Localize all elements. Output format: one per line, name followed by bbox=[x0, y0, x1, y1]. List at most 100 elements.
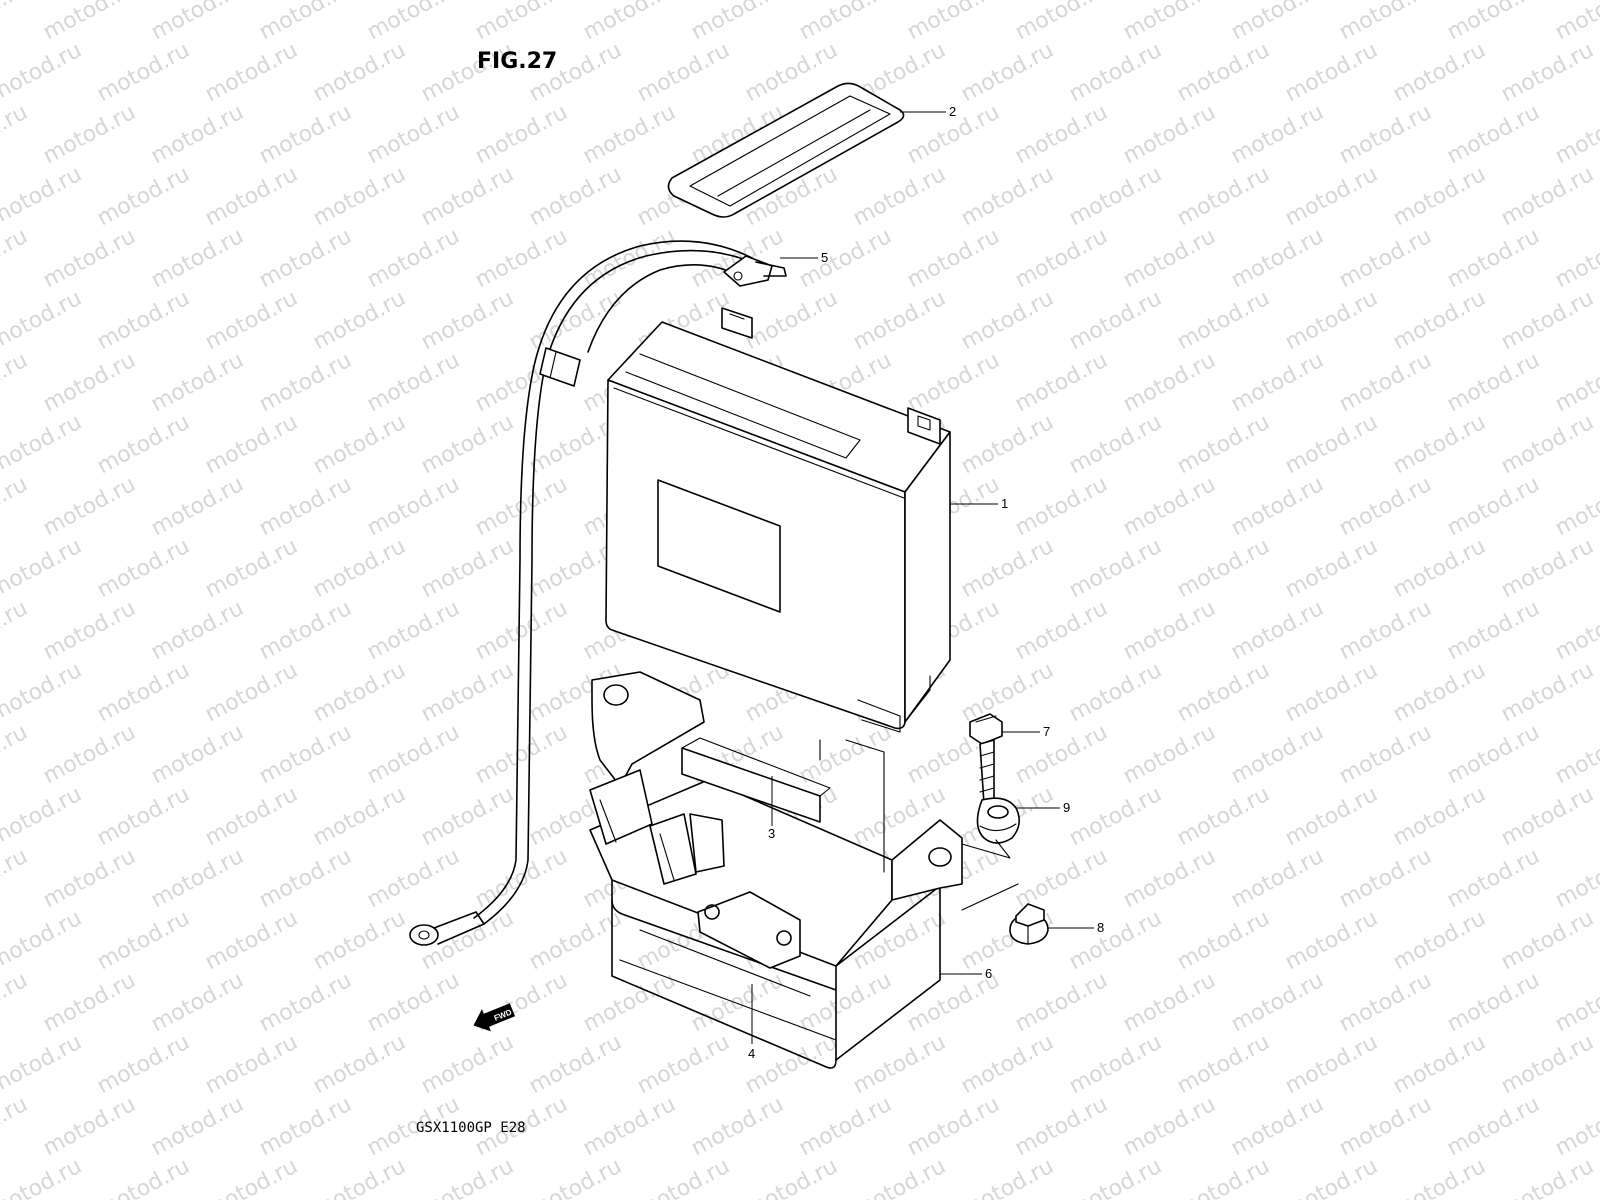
watermark-text: motod.ru bbox=[1011, 968, 1112, 1037]
watermark-text: motod.ru bbox=[1335, 720, 1436, 789]
watermark-text: motod.ru bbox=[1389, 658, 1490, 727]
watermark-text: motod.ru bbox=[1011, 348, 1112, 417]
watermark-text: motod.ru bbox=[147, 596, 248, 665]
watermark-text: motod.ru bbox=[147, 100, 248, 169]
watermark-text: motod.ru bbox=[201, 782, 302, 851]
watermark-text: motod.ru bbox=[1335, 224, 1436, 293]
watermark-text: motod.ru bbox=[309, 906, 410, 975]
watermark-text: motod.ru bbox=[1227, 968, 1328, 1037]
watermark-text: motod.ru bbox=[363, 472, 464, 541]
watermark-text: motod.ru bbox=[0, 100, 32, 169]
watermark-text: motod.ru bbox=[0, 968, 32, 1037]
watermark-text: motod.ru bbox=[1227, 596, 1328, 665]
watermark-text: motod.ru bbox=[957, 1030, 1058, 1099]
watermark-text: motod.ru bbox=[1551, 0, 1600, 45]
watermark-text: motod.ru bbox=[579, 1092, 680, 1161]
battery-cable-part[interactable] bbox=[409, 240, 787, 946]
watermark-text: motod.ru bbox=[1497, 286, 1598, 355]
watermark-text: motod.ru bbox=[363, 0, 464, 45]
watermark-text: motod.ru bbox=[147, 348, 248, 417]
battery-part[interactable] bbox=[605, 307, 951, 733]
watermark-text: motod.ru bbox=[1173, 410, 1274, 479]
watermark-text: motod.ru bbox=[1443, 968, 1544, 1037]
bolt-part[interactable] bbox=[969, 713, 1003, 805]
watermark-text: motod.ru bbox=[1011, 720, 1112, 789]
watermark-text: motod.ru bbox=[363, 968, 464, 1037]
watermark-text: motod.ru bbox=[417, 782, 518, 851]
watermark-text: motod.ru bbox=[849, 162, 950, 231]
watermark-text: motod.ru bbox=[1227, 224, 1328, 293]
watermark-text: motod.ru bbox=[1065, 534, 1166, 603]
watermark-text: motod.ru bbox=[93, 162, 194, 231]
watermark-text: motod.ru bbox=[1119, 1092, 1220, 1161]
watermark-text: motod.ru bbox=[903, 348, 1004, 417]
watermark-text: motod.ru bbox=[39, 720, 140, 789]
watermark-text: motod.ru bbox=[795, 1092, 896, 1161]
watermark-text: motod.ru bbox=[1173, 162, 1274, 231]
watermark-text: motod.ru bbox=[1497, 906, 1598, 975]
watermark-text: motod.ru bbox=[1443, 348, 1544, 417]
watermark-text: motod.ru bbox=[903, 0, 1004, 45]
watermark-text: motod.ru bbox=[147, 844, 248, 913]
watermark-text: motod.ru bbox=[0, 844, 32, 913]
watermark-text: motod.ru bbox=[1281, 782, 1382, 851]
watermark-text: motod.ru bbox=[1011, 100, 1112, 169]
watermark-text: motod.ru bbox=[1281, 658, 1382, 727]
watermark-text: motod.ru bbox=[1065, 1030, 1166, 1099]
watermark-text: motod.ru bbox=[1011, 596, 1112, 665]
watermark-text: motod.ru bbox=[525, 1030, 626, 1099]
watermark-text: motod.ru bbox=[1281, 286, 1382, 355]
watermark-text: motod.ru bbox=[201, 658, 302, 727]
watermark-text: motod.ru bbox=[1065, 286, 1166, 355]
watermark-text: motod.ru bbox=[1227, 844, 1328, 913]
watermark-text: motod.ru bbox=[201, 1030, 302, 1099]
watermark-text: motod.ru bbox=[255, 224, 356, 293]
watermark-text: motod.ru bbox=[1551, 596, 1600, 665]
watermark-text: motod.ru bbox=[1389, 410, 1490, 479]
watermark-text: motod.ru bbox=[1389, 906, 1490, 975]
watermark-text: motod.ru bbox=[1011, 0, 1112, 45]
watermark-text: motod.ru bbox=[1119, 596, 1220, 665]
battery-strap-part[interactable] bbox=[667, 82, 905, 218]
watermark-text: motod.ru bbox=[417, 1030, 518, 1099]
watermark-text: motod.ru bbox=[1281, 1154, 1382, 1200]
pad-upper-part[interactable] bbox=[681, 737, 831, 823]
watermark-text: motod.ru bbox=[1011, 844, 1112, 913]
battery-holder-part[interactable] bbox=[589, 671, 963, 1069]
watermark-text: motod.ru bbox=[363, 348, 464, 417]
watermark-text: motod.ru bbox=[633, 1030, 734, 1099]
watermark-text: motod.ru bbox=[255, 844, 356, 913]
watermark-text: motod.ru bbox=[0, 596, 32, 665]
watermark-text: motod.ru bbox=[0, 0, 32, 45]
watermark-text: motod.ru bbox=[1119, 472, 1220, 541]
watermark-text: motod.ru bbox=[1389, 1030, 1490, 1099]
watermark-text: motod.ru bbox=[1497, 782, 1598, 851]
grommet-part[interactable] bbox=[976, 797, 1020, 844]
watermark-text: motod.ru bbox=[1281, 38, 1382, 107]
watermark-text: motod.ru bbox=[687, 1092, 788, 1161]
watermark-text: motod.ru bbox=[1173, 782, 1274, 851]
watermark-text: motod.ru bbox=[147, 224, 248, 293]
watermark-text: motod.ru bbox=[309, 534, 410, 603]
watermark-text: motod.ru bbox=[471, 844, 572, 913]
watermark-text: motod.ru bbox=[0, 38, 86, 107]
watermark-text: motod.ru bbox=[1497, 410, 1598, 479]
watermark-text: motod.ru bbox=[201, 38, 302, 107]
watermark-text: motod.ru bbox=[1551, 720, 1600, 789]
watermark-text: motod.ru bbox=[1173, 1030, 1274, 1099]
callout-5: 5 bbox=[821, 250, 828, 265]
watermark-text: motod.ru bbox=[1227, 0, 1328, 45]
watermark-text: motod.ru bbox=[93, 534, 194, 603]
watermark-text: motod.ru bbox=[1227, 1092, 1328, 1161]
watermark-text: motod.ru bbox=[957, 658, 1058, 727]
callout-9: 9 bbox=[1063, 800, 1070, 815]
watermark-text: motod.ru bbox=[0, 906, 86, 975]
watermark-text: motod.ru bbox=[525, 1154, 626, 1200]
watermark-text: motod.ru bbox=[1497, 1154, 1598, 1200]
watermark-text: motod.ru bbox=[1119, 0, 1220, 45]
watermark-text: motod.ru bbox=[147, 0, 248, 45]
watermark-text: motod.ru bbox=[255, 1092, 356, 1161]
watermark-text: motod.ru bbox=[417, 534, 518, 603]
watermark-text: motod.ru bbox=[255, 100, 356, 169]
nut-part[interactable] bbox=[1009, 903, 1049, 945]
